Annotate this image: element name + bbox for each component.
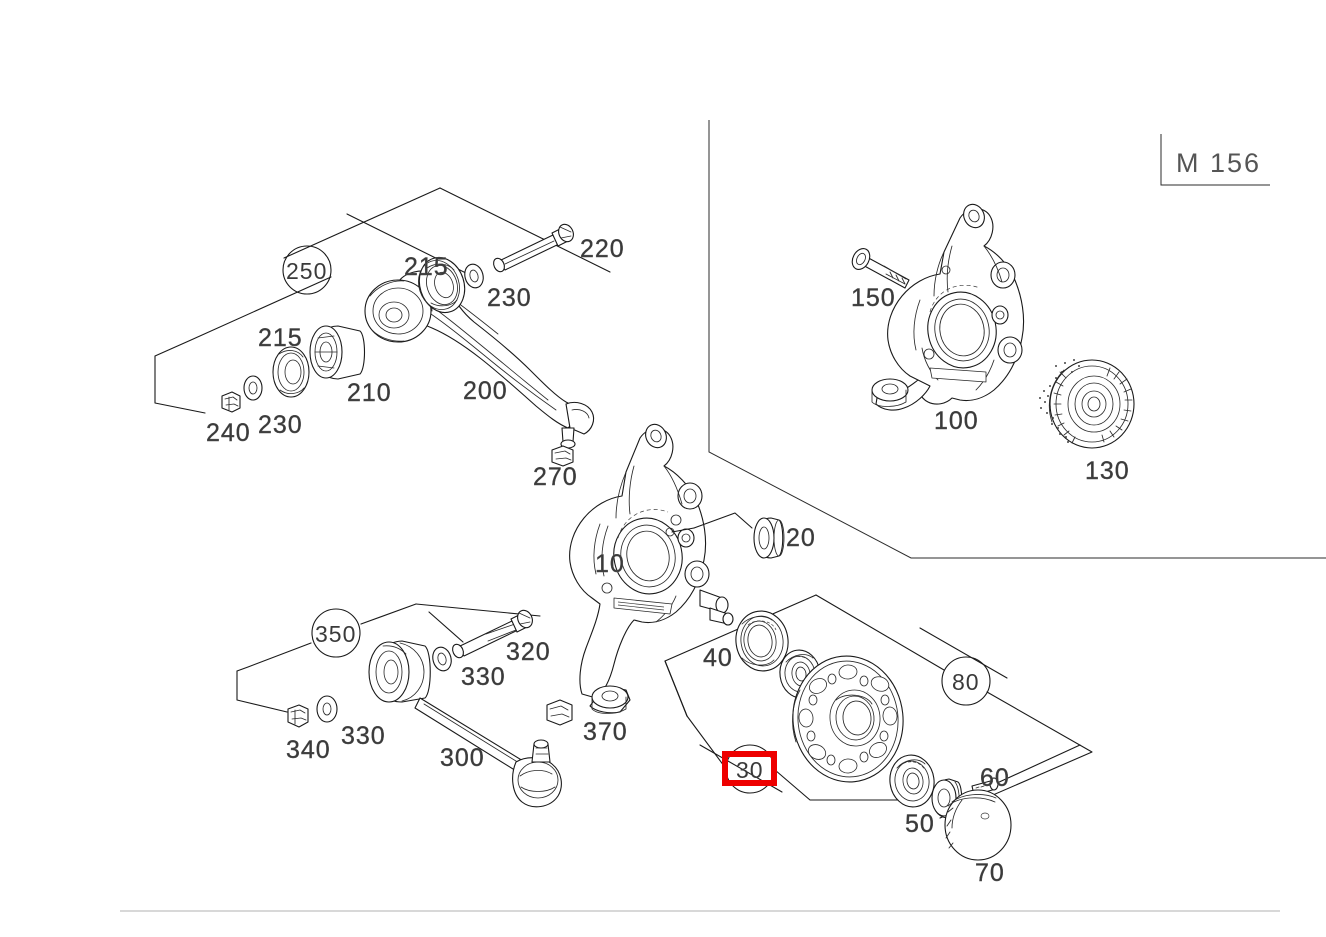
- assembly-label-250: 250: [286, 258, 328, 284]
- part-200-control-arm: [364, 270, 595, 449]
- engine-model-label: M 156: [1176, 148, 1262, 178]
- callout-330-lower: 330: [341, 722, 386, 750]
- callout-215-upper: 215: [404, 253, 449, 281]
- leader-lines-group-80: [664, 594, 1093, 819]
- part-210-sleeve: [309, 325, 366, 380]
- part-40-bearing: [735, 610, 789, 672]
- callout-150: 150: [851, 284, 896, 312]
- callout-220: 220: [580, 235, 625, 263]
- callout-300: 300: [440, 744, 485, 772]
- part-370-nut: [546, 699, 573, 726]
- callout-10: 10: [595, 550, 625, 578]
- callout-215-lower: 215: [258, 324, 303, 352]
- section-divider-m156: [708, 120, 1326, 559]
- callout-200: 200: [463, 377, 508, 405]
- part-330-washer-lower: [316, 695, 338, 723]
- callout-20: 20: [786, 524, 816, 552]
- part-300-tension-strut: [368, 640, 562, 808]
- callout-240: 240: [206, 419, 251, 447]
- part-320-bolt: [452, 609, 533, 659]
- part-130-wheel-hub-bearing: [1039, 359, 1135, 449]
- part-230-washer-lower: [243, 375, 263, 401]
- part-50-bearing: [889, 754, 935, 808]
- part-100-steering-knuckle: [871, 203, 1025, 411]
- part-230-washer-upper: [464, 263, 484, 289]
- callout-40: 40: [703, 644, 733, 672]
- callout-330-upper: 330: [461, 663, 506, 691]
- part-70-dust-cap: [944, 789, 1012, 861]
- part-20-bushing: [665, 512, 785, 559]
- callout-50: 50: [905, 810, 935, 838]
- part-340-nut: [287, 704, 309, 728]
- part-220-bolt: [493, 223, 574, 273]
- callout-60: 60: [980, 764, 1010, 792]
- part-hub-flange: [792, 655, 904, 783]
- part-215-bushing-lower: [272, 346, 310, 398]
- part-270-nut: [551, 445, 574, 467]
- callout-130: 130: [1085, 457, 1130, 485]
- part-330-washer-upper: [432, 646, 452, 672]
- assembly-label-350: 350: [315, 621, 357, 647]
- callout-210: 210: [347, 379, 392, 407]
- callout-340: 340: [286, 736, 331, 764]
- part-240-nut: [221, 391, 241, 413]
- callout-370: 370: [583, 718, 628, 746]
- part-150-bolt: [851, 248, 910, 289]
- part-215-bushing-upper: [418, 256, 466, 314]
- assembly-label-30: 30: [736, 757, 764, 783]
- callout-230-upper: 230: [487, 284, 532, 312]
- callout-70: 70: [975, 859, 1005, 887]
- assembly-label-80: 80: [952, 669, 980, 695]
- callout-230-lower: 230: [258, 411, 303, 439]
- callout-320: 320: [506, 638, 551, 666]
- part-10-steering-knuckle-center: [569, 423, 734, 714]
- callout-270: 270: [533, 463, 578, 491]
- callout-100: 100: [934, 407, 979, 435]
